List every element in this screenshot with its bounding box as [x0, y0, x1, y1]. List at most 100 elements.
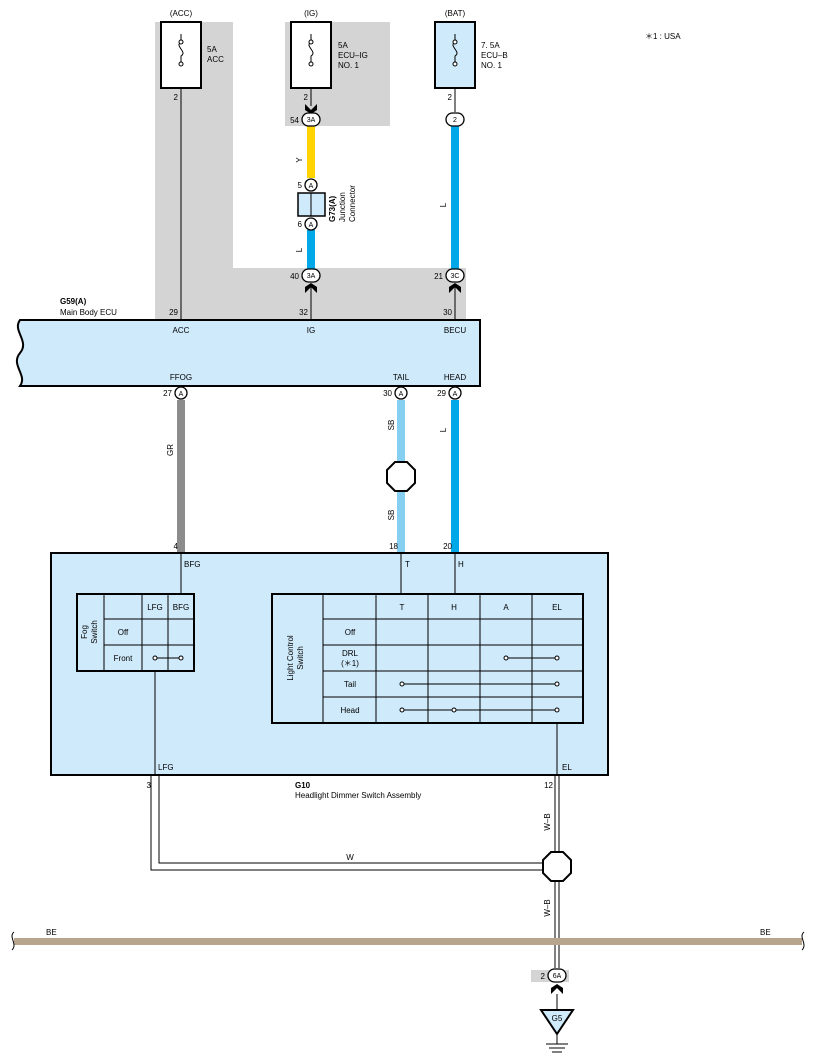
- tail-wire-lower-color: SB: [387, 510, 396, 521]
- bat-fuse-rating: 7. 5A: [481, 41, 500, 50]
- ig-wire-blue: [307, 230, 315, 270]
- light-row-drl: DRL: [342, 649, 359, 658]
- head-connector-pin: 29: [437, 389, 446, 398]
- ground-connector-id: 6A: [553, 973, 562, 980]
- ecu-ffog-label: FFOG: [170, 373, 192, 382]
- g73-a5-connector-id: A: [309, 183, 314, 190]
- head-contact-h: [451, 707, 457, 713]
- fog-front-contact-lfg: [152, 655, 158, 661]
- ground-splice-point: [542, 851, 572, 882]
- ig-fuse-rating: 5A: [338, 41, 348, 50]
- light-col-h: H: [451, 603, 457, 612]
- ecu-pin-30-num: 30: [443, 308, 452, 317]
- acc-fuse-terminal-bottom: [178, 61, 184, 67]
- be-bus-wire: [14, 938, 802, 945]
- g10-pin-4-label: BFG: [184, 560, 200, 569]
- tail-connector-pin: 30: [383, 389, 392, 398]
- ground-connector-pin: 2: [541, 972, 546, 981]
- g73-a6-connector-id: A: [309, 222, 314, 229]
- head-connector-id: A: [453, 391, 458, 398]
- ffog-wire-gray: [177, 400, 185, 553]
- bat-fuse-terminal-bottom: [452, 61, 458, 67]
- fog-switch-title1: Fog: [80, 625, 89, 639]
- w-loop-color: W: [346, 853, 354, 862]
- light-row-head: Head: [340, 706, 359, 715]
- light-switch-title1: Light Control: [286, 635, 295, 681]
- ffog-connector: [174, 386, 188, 400]
- ecu-head-label: HEAD: [444, 373, 466, 382]
- g73-a5-connector: [304, 178, 318, 192]
- bat-top-connector: [445, 112, 465, 127]
- ig-bottom-connector-id: 3A: [307, 273, 316, 280]
- g10-pin-4-num: 4: [174, 542, 179, 551]
- el-wire-upper-color: W–B: [543, 813, 552, 830]
- light-row-drl-note: (＊1): [341, 659, 359, 668]
- main-body-ecu: [15, 319, 481, 387]
- ig-wire-yellow: [307, 126, 315, 178]
- ig-fuse-source: (IG): [304, 9, 318, 18]
- bat-bottom-connector-id: 3C: [451, 273, 460, 280]
- g73-junction-label2: Connector: [348, 185, 357, 222]
- ig-top-connector-pin: 54: [290, 116, 299, 125]
- head-contact-t: [399, 707, 405, 713]
- ig-fuse-terminal-bottom: [308, 61, 314, 67]
- ground-connector: [547, 968, 567, 983]
- g10-pin-20-label: H: [458, 560, 464, 569]
- ig-bottom-connector: [301, 268, 321, 283]
- ecu-name: Main Body ECU: [60, 308, 117, 317]
- ig-fuse-pin: 2: [304, 93, 309, 102]
- be-bus-right-break: [801, 931, 805, 951]
- g10-el-label: EL: [562, 763, 572, 772]
- acc-fuse-rating: 5A: [207, 45, 217, 54]
- usa-note: ＊1 : USA: [645, 32, 681, 41]
- g73-junction-label1: Junction: [338, 192, 347, 222]
- ig-wire-lower-color: L: [295, 247, 304, 252]
- drl-contact-el: [554, 655, 560, 661]
- be-bus-left-color: BE: [46, 928, 57, 937]
- be-bus-right-color: BE: [760, 928, 771, 937]
- bat-bottom-connector-arrow: [449, 283, 461, 293]
- head-connector: [448, 386, 462, 400]
- acc-fuse-pin: 2: [174, 93, 179, 102]
- ig-fuse-name2: NO. 1: [338, 61, 359, 70]
- bat-fuse-name: ECU–B: [481, 51, 508, 60]
- head-contact-el: [554, 707, 560, 713]
- ecu-pin-29-num: 29: [169, 308, 178, 317]
- g10-pin-12-num: 12: [544, 781, 553, 790]
- bat-wire-color: L: [439, 202, 448, 207]
- ig-wire-upper-color: Y: [295, 157, 304, 163]
- ffog-connector-pin: 27: [163, 389, 172, 398]
- ig-fuse: [290, 21, 332, 89]
- tail-contact-t: [399, 681, 405, 687]
- ground-point-id: G5: [552, 1014, 563, 1023]
- ig-top-connector-arrow: [305, 104, 317, 114]
- bat-top-connector-id: 2: [453, 117, 457, 124]
- g10-pin-18-label: T: [405, 560, 410, 569]
- tail-wire-sb-upper: [397, 400, 405, 462]
- ground-point: [539, 1009, 575, 1036]
- bat-bottom-connector-pin: 21: [434, 272, 443, 281]
- w-loop-wire: [150, 775, 545, 871]
- el-wire-lower-color: W–B: [543, 899, 552, 916]
- bat-fuse-pin: 2: [448, 93, 453, 102]
- ig-bottom-connector-arrow: [305, 283, 317, 293]
- head-wire-color: L: [439, 427, 448, 432]
- be-bus-left-break: [11, 931, 15, 951]
- light-row-off: Off: [345, 628, 356, 637]
- fog-row-off: Off: [118, 628, 129, 637]
- acc-fuse-source: (ACC): [170, 9, 193, 18]
- ig-bottom-connector-pin: 40: [290, 272, 299, 281]
- ecu-code: G59(A): [60, 297, 87, 306]
- bat-fuse: [434, 21, 476, 89]
- fog-row-front: Front: [114, 654, 133, 663]
- light-col-t: T: [400, 603, 405, 612]
- fog-col-lfg: LFG: [147, 603, 163, 612]
- acc-fuse-name: ACC: [207, 55, 224, 64]
- light-switch-title2: Switch: [296, 646, 305, 670]
- g10-pin-3-num: 3: [147, 781, 152, 790]
- ig-top-connector-id: 3A: [307, 117, 316, 124]
- tail-connector-id: A: [399, 391, 404, 398]
- tail-splice-point: [386, 461, 416, 492]
- g10-lfg-label: LFG: [158, 763, 174, 772]
